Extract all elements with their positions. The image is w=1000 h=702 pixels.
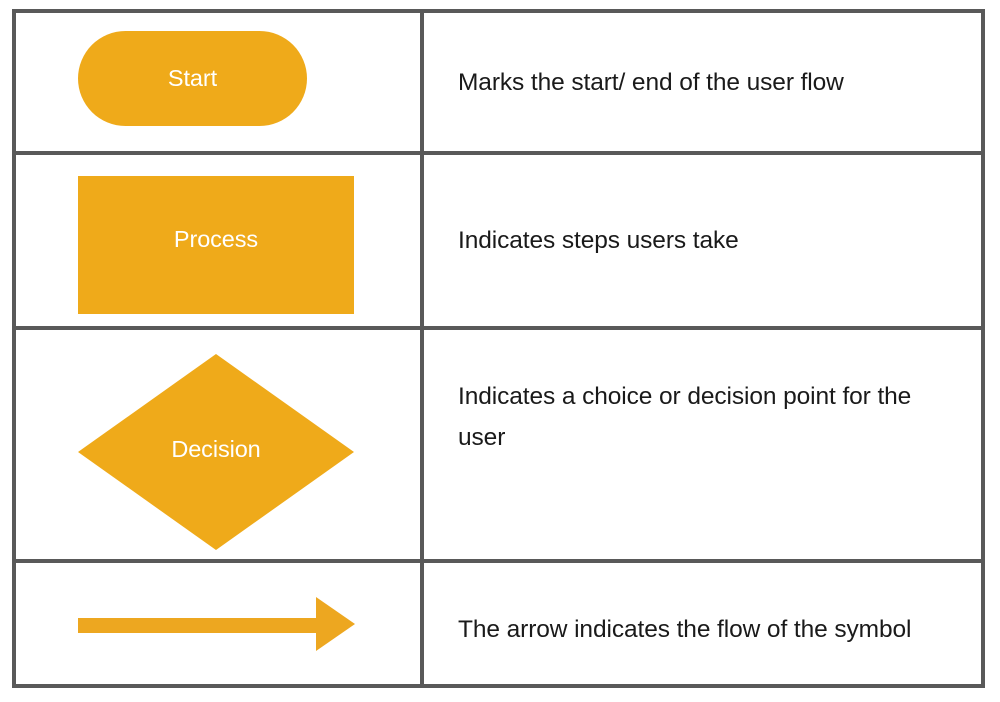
legend-row-start: Start Marks the start/ end of the user f… [16, 13, 981, 155]
description-cell-start: Marks the start/ end of the user flow [424, 13, 981, 151]
description-text-arrow: The arrow indicates the flow of the symb… [458, 616, 912, 643]
description-text-start: Marks the start/ end of the user flow [458, 68, 844, 96]
description-cell-decision: Indicates a choice or decision point for… [424, 330, 981, 559]
terminator-shape-icon: Start [78, 31, 307, 126]
right-arrow-icon [78, 597, 355, 651]
description-text-decision: Indicates a choice or decision point for… [458, 383, 912, 451]
symbol-cell-arrow [16, 563, 424, 684]
shape-label-start: Start [167, 65, 218, 91]
description-cell-process: Indicates steps users take [424, 155, 981, 326]
flowchart-symbol-legend-table: Start Marks the start/ end of the user f… [12, 9, 985, 688]
symbol-cell-start: Start [16, 13, 424, 151]
symbol-cell-process: Process [16, 155, 424, 326]
legend-row-arrow: The arrow indicates the flow of the symb… [16, 563, 981, 684]
description-cell-arrow: The arrow indicates the flow of the symb… [424, 563, 981, 684]
shape-label-decision: Decision [171, 435, 261, 462]
symbol-cell-decision: Decision [16, 330, 424, 559]
description-text-process: Indicates steps users take [458, 227, 739, 254]
arrow-head [316, 597, 355, 651]
arrow-shaft [78, 618, 319, 633]
legend-row-process: Process Indicates steps users take [16, 155, 981, 330]
shape-label-process: Process [173, 225, 259, 252]
legend-row-decision: Decision Indicates a choice or decision … [16, 330, 981, 563]
process-rectangle-shape-icon: Process [78, 176, 354, 314]
decision-diamond-shape-icon: Decision [78, 354, 354, 550]
